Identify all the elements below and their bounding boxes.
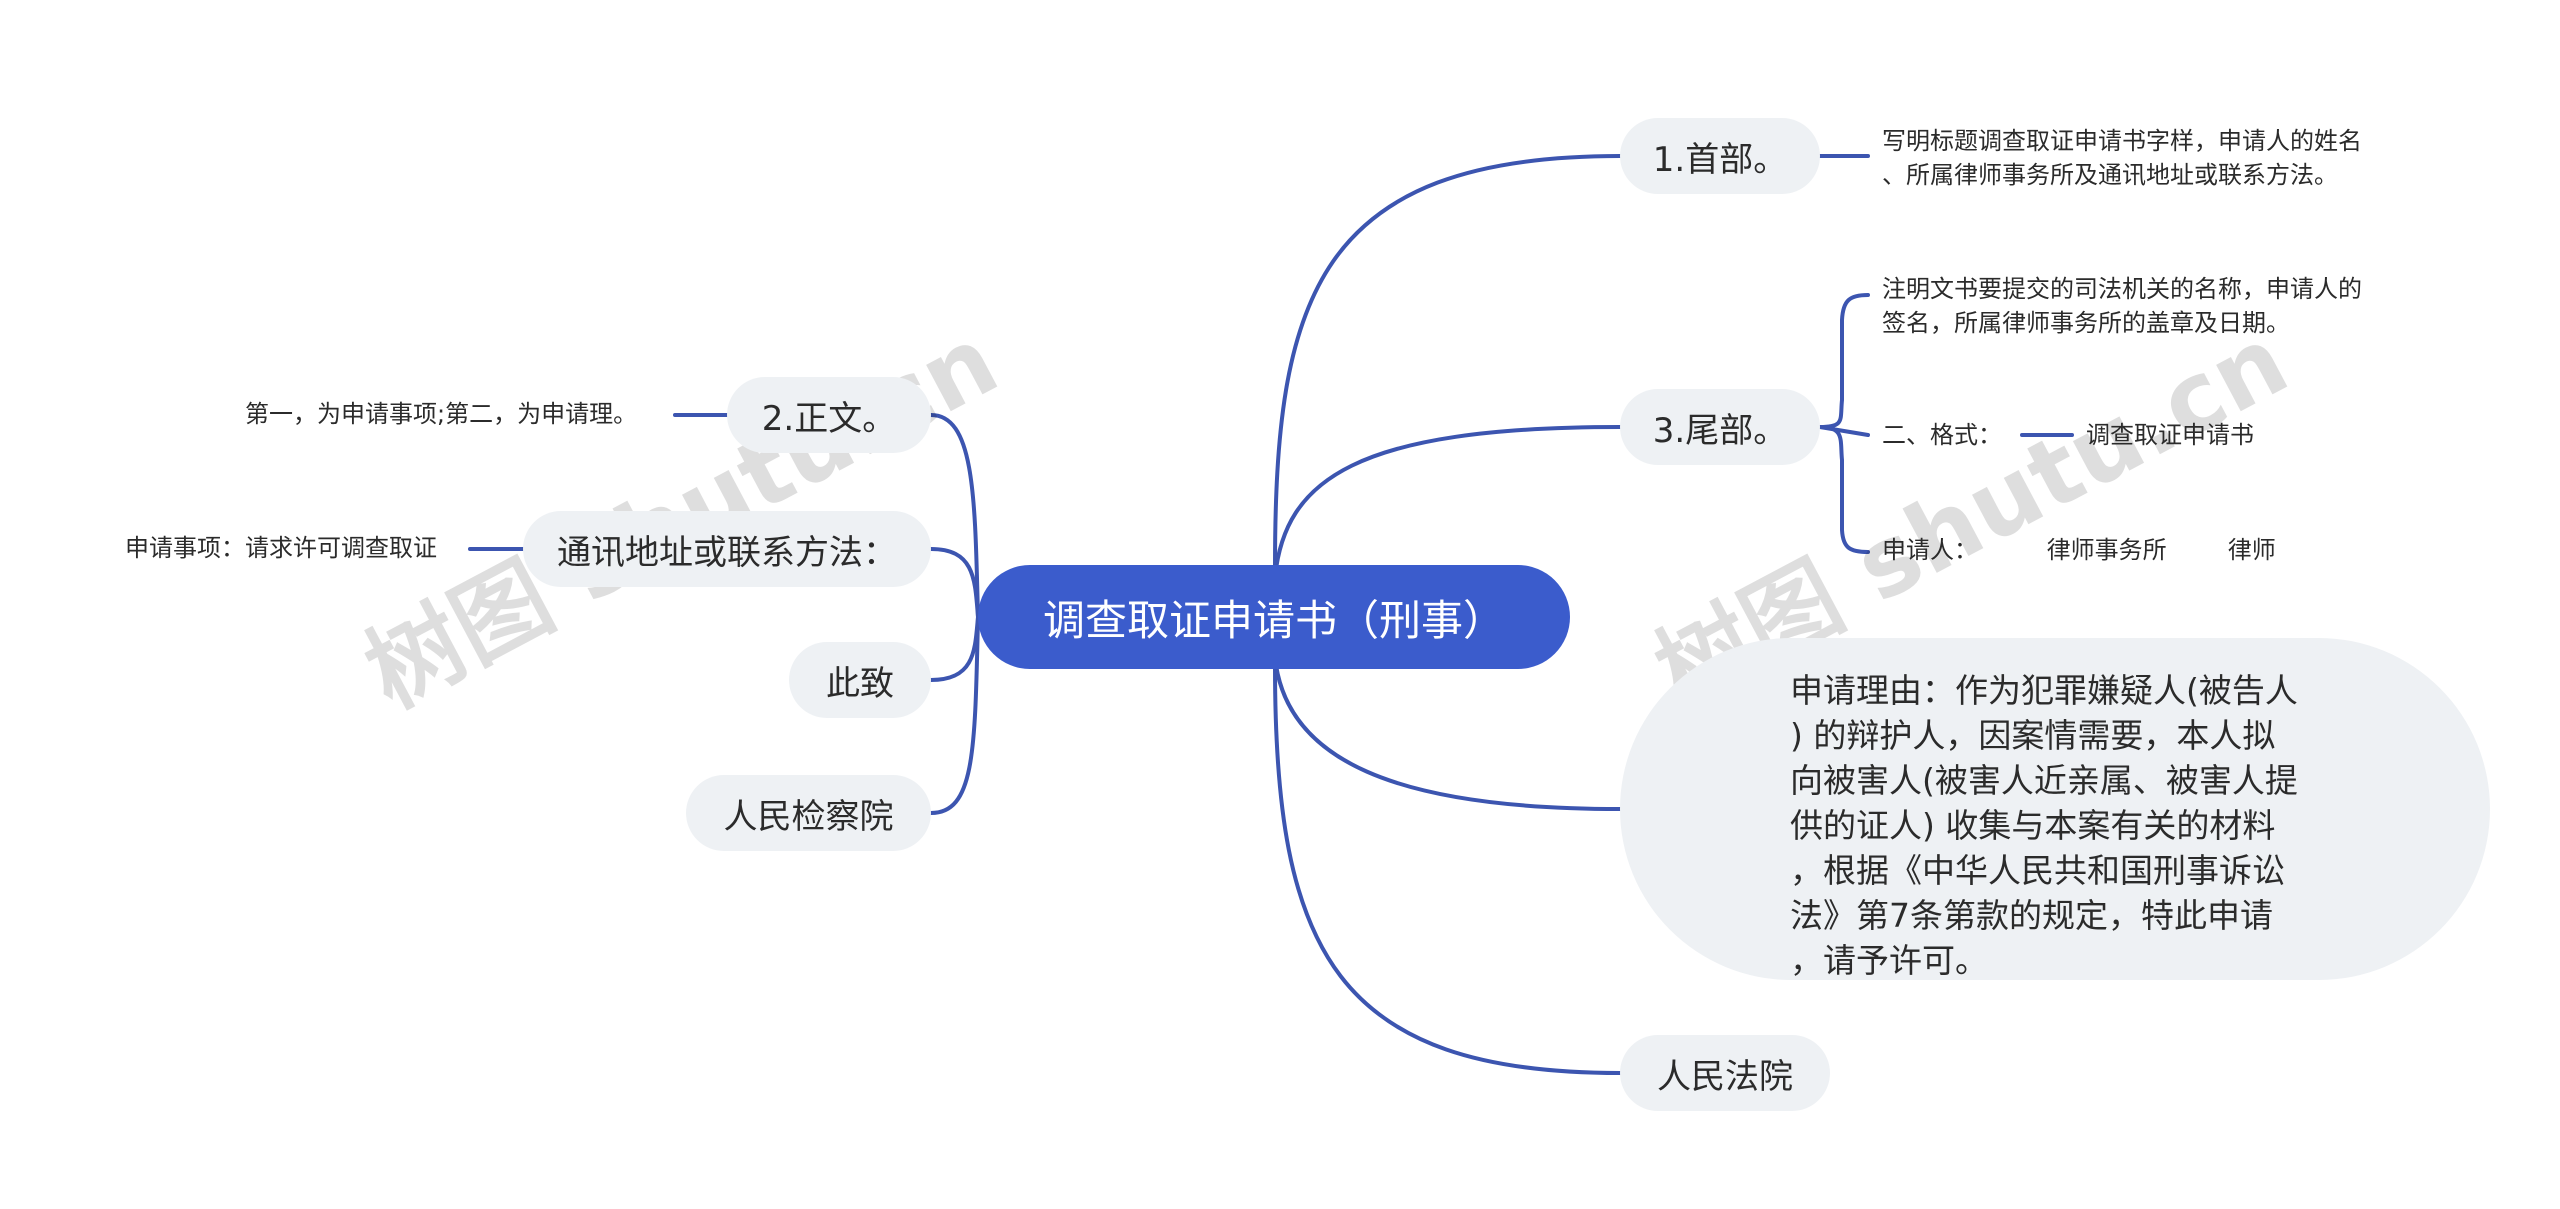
reason-line-7: ，请予许可。 [1790,941,1988,980]
leaf-tail-line-2: 签名，所属律师事务所的盖章及日期。 [1882,309,2290,337]
link-root-reason [1273,655,1622,811]
leaf-tail-line-1: 注明文书要提交的司法机关的名称，申请人的 [1882,275,2362,303]
link-tail-leaf-3 [1818,425,1870,554]
leaf-header-line-1: 写明标题调查取证申请书字样，申请人的姓名 [1882,127,2362,155]
link-root-header [1273,154,1622,569]
node-header-section[interactable]: 1.首部。 [1620,118,1820,194]
link-root-salutation [929,615,980,682]
leaf-format-title: 调查取证申请书 [2086,421,2254,449]
leaf-format-label: 二、格式： [1882,421,2002,449]
reason-line-4: 供的证人) 收集与本案有关的材料 [1790,806,2276,845]
node-application-reason[interactable]: 申请理由：作为犯罪嫌疑人(被告人 ) 的辩护人，因案情需要，本人拟 向被害人(被… [1620,638,2490,980]
link-root-contact [929,547,980,619]
leaf-signature-line: 申请人： 律师事务所 律师 [1882,536,2276,564]
leaf-application-item: 申请事项：请求许可调查取证 [125,534,437,562]
link-root-tail [1273,425,1622,579]
node-salutation[interactable]: 此致 [789,642,931,718]
link-tail-leaf-1 [1818,293,1870,429]
node-court[interactable]: 人民法院 [1620,1035,1830,1111]
node-tail-section[interactable]: 3.尾部。 [1620,389,1820,465]
node-contact-method[interactable]: 通讯地址或联系方法： [523,511,931,587]
leaf-header-line-2: 、所属律师事务所及通讯地址或联系方法。 [1882,161,2338,189]
reason-line-1: 申请理由：作为犯罪嫌疑人(被告人 [1790,671,2298,710]
node-procuratorate[interactable]: 人民检察院 [686,775,931,851]
reason-line-5: ，根据《中华人民共和国刑事诉讼 [1790,851,2285,890]
root-node[interactable]: 调查取证申请书（刑事） [978,565,1570,669]
leaf-header-description: 写明标题调查取证申请书字样，申请人的姓名 、所属律师事务所及通讯地址或联系方法。 [1882,124,2362,192]
reason-line-6: 法》第7条第款的规定，特此申请 [1790,896,2273,935]
leaf-body-description: 第一，为申请事项;第二，为申请理。 [245,400,638,428]
link-root-body [929,413,980,619]
link-root-procuratorate [929,615,980,815]
leaf-tail-description: 注明文书要提交的司法机关的名称，申请人的 签名，所属律师事务所的盖章及日期。 [1882,272,2362,340]
node-body-section[interactable]: 2.正文。 [727,377,931,453]
reason-line-2: ) 的辩护人，因案情需要，本人拟 [1790,716,2276,755]
reason-line-3: 向被害人(被害人近亲属、被害人提 [1790,761,2298,800]
link-root-court [1273,665,1622,1075]
